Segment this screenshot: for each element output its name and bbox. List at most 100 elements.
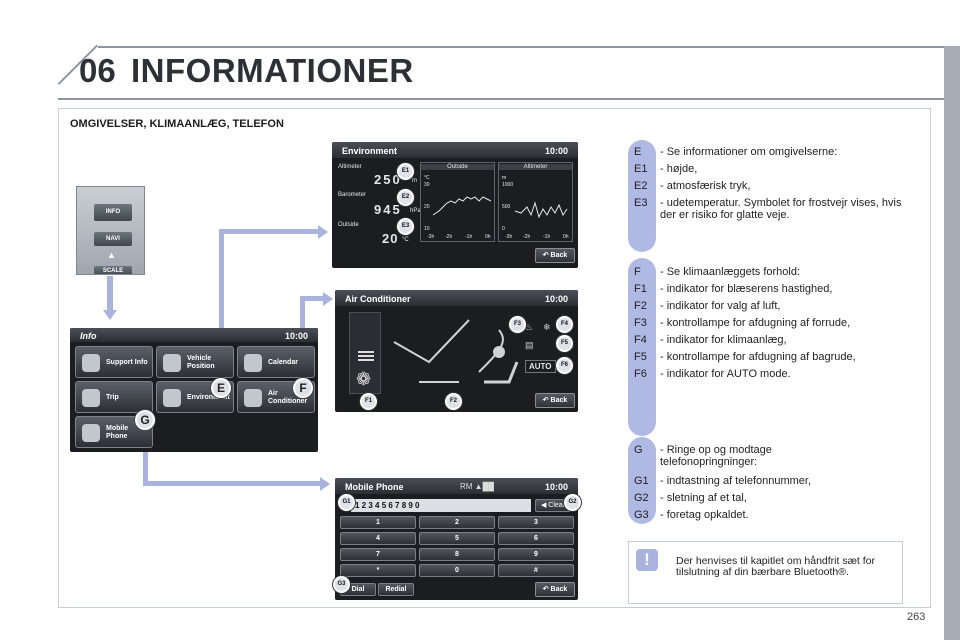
clear-button[interactable]: ◀ Clear	[535, 499, 571, 512]
arrow-right-icon	[323, 292, 333, 306]
screen-title-bar	[70, 328, 318, 342]
badge-f3: F3	[509, 316, 526, 333]
legend-pill-f	[628, 258, 656, 436]
connector-g-horizontal	[143, 481, 322, 486]
screen-time: 10:00	[544, 482, 568, 492]
outside-graph-panel: Outside °C 30 20 10 -3h -2h -1h 0h	[420, 162, 495, 242]
altimeter-graph-unit: m	[502, 175, 507, 181]
barometer-label: Barometer	[338, 192, 367, 198]
key-hash[interactable]: #	[498, 564, 574, 577]
screen-title: Mobile Phone	[345, 482, 404, 492]
calendar-icon	[244, 354, 262, 372]
altimeter-value: 250	[374, 172, 402, 187]
y-tick: 1000	[502, 182, 514, 188]
legend-pill-g	[628, 437, 656, 524]
legend-pill-e	[628, 140, 656, 252]
outside-unit: °C	[402, 237, 409, 243]
badge-f1: F1	[360, 393, 377, 410]
connector-info	[107, 276, 113, 314]
header-rule-bottom	[58, 98, 944, 100]
trip-button[interactable]: Trip	[75, 381, 153, 413]
connector-e-horizontal	[219, 229, 320, 234]
altimeter-graph-line	[514, 201, 568, 219]
altimeter-graph-panel: Altimeter m 1000 500 0 -3h -2h -1h 0h	[498, 162, 573, 242]
key-4[interactable]: 4	[340, 532, 416, 545]
fan-icon	[244, 389, 262, 407]
key-6[interactable]: 6	[498, 532, 574, 545]
environment-screen: Environment 10:00 Altimeter 250 m Barome…	[332, 142, 578, 268]
airflow-seat-diagram	[393, 319, 519, 384]
connector-e-vertical	[219, 229, 224, 385]
altimeter-graph-title: Altimeter	[499, 164, 572, 170]
badge-g1: G1	[338, 494, 355, 511]
auto-indicator: AUTO	[525, 360, 556, 373]
outside-graph-unit: °C	[424, 175, 430, 181]
info-button-panel: INFO NAVI ▲ SCALE	[76, 186, 145, 275]
screen-time: 10:00	[544, 294, 568, 304]
connector-f-horizontal	[300, 296, 325, 301]
badge-f5: F5	[556, 335, 573, 352]
exclamation-icon: !	[636, 549, 658, 571]
y-tick: 10	[424, 226, 430, 232]
chevron-up-icon: ▲	[107, 250, 116, 260]
x-tick: -1h	[465, 234, 473, 240]
chapter-title: INFORMATIONER	[131, 52, 414, 89]
car-icon	[163, 354, 181, 372]
x-tick: -3h	[505, 234, 513, 240]
page-number: 263	[907, 611, 926, 623]
y-tick: 30	[424, 182, 430, 188]
support-info-button[interactable]: Support Info	[75, 346, 153, 378]
x-tick: -2h	[523, 234, 531, 240]
back-button[interactable]: ↶ Back	[535, 393, 575, 408]
screen-time: 10:00	[284, 331, 308, 341]
key-7[interactable]: 7	[340, 548, 416, 561]
screen-title-bar	[335, 290, 578, 306]
arrow-right-icon	[320, 477, 330, 491]
x-tick: 0h	[563, 234, 569, 240]
badge-f: F	[293, 378, 313, 398]
navi-button[interactable]: NAVI	[94, 232, 132, 246]
x-tick: -2h	[445, 234, 453, 240]
altimeter-label: Altimeter	[338, 164, 362, 170]
outside-value: 20	[382, 231, 399, 246]
screen-title-bar	[332, 142, 578, 158]
info-button[interactable]: INFO	[94, 204, 132, 221]
badge-e2: E2	[397, 189, 414, 206]
info-screen: Info 10:00 Support Info Vehicle Position…	[70, 328, 318, 452]
screen-title: Environment	[342, 146, 398, 156]
screen-time: 10:00	[544, 146, 568, 156]
scale-button[interactable]: SCALE	[94, 266, 132, 274]
key-star[interactable]: *	[340, 564, 416, 577]
calendar-button[interactable]: Calendar	[237, 346, 315, 378]
badge-f4: F4	[556, 316, 573, 333]
key-3[interactable]: 3	[498, 516, 574, 529]
back-button[interactable]: ↶ Back	[535, 582, 575, 597]
fan-icon: ❁	[356, 369, 372, 389]
content-frame	[58, 108, 931, 608]
altimeter-unit: m	[412, 178, 417, 184]
vehicle-position-button[interactable]: Vehicle Position	[156, 346, 234, 378]
key-0[interactable]: 0	[419, 564, 495, 577]
back-button[interactable]: ↶ Back	[535, 248, 575, 263]
redial-button[interactable]: Redial	[378, 583, 414, 596]
mobile-phone-screen: Mobile Phone RM ▲██ 10:00 1 2 3 4 5 6 7 …	[335, 478, 578, 600]
page-side-bar	[944, 46, 960, 640]
badge-e3: E3	[397, 218, 414, 235]
section-title: OMGIVELSER, KLIMAANLÆG, TELEFON	[70, 118, 284, 130]
trip-icon	[82, 389, 100, 407]
signal-icon: RM ▲██	[460, 482, 494, 491]
key-8[interactable]: 8	[419, 548, 495, 561]
windshield-defrost-icon: ♨	[525, 322, 534, 332]
key-5[interactable]: 5	[419, 532, 495, 545]
key-9[interactable]: 9	[498, 548, 574, 561]
key-2[interactable]: 2	[419, 516, 495, 529]
key-1[interactable]: 1	[340, 516, 416, 529]
barometer-value: 945	[374, 202, 402, 217]
header-rule-top	[98, 46, 944, 48]
badge-f6: F6	[556, 357, 573, 374]
badge-e1: E1	[397, 163, 414, 180]
y-tick: 0	[502, 226, 505, 232]
rear-defrost-icon: ▤	[525, 340, 534, 350]
badge-g3: G3	[333, 576, 350, 593]
phone-number-input[interactable]: 1 2 3 4 5 6 7 8 9 0	[351, 499, 531, 512]
